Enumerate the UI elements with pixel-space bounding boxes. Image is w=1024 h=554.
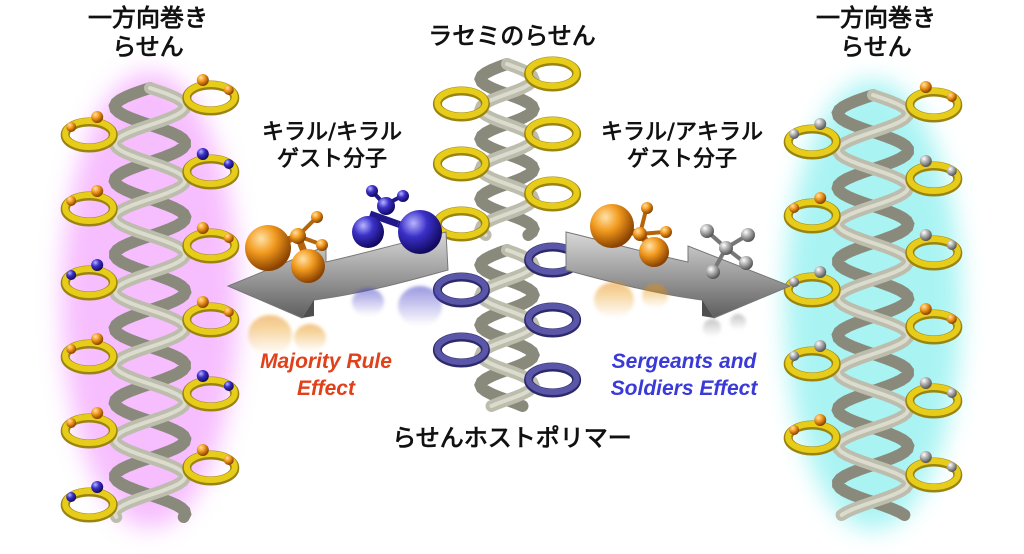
left-reflections <box>248 286 442 355</box>
center-helix <box>432 56 582 412</box>
left-guest-label: キラル/キラルゲスト分子 <box>261 120 403 172</box>
gray-guest-molecule <box>700 224 755 279</box>
orange-guest-molecule-left <box>245 211 328 283</box>
orange-guest-molecule-right <box>590 202 672 267</box>
blue-guest-molecule <box>352 185 442 254</box>
right-reflections <box>594 282 746 337</box>
right-guest-label: キラル/アキラルゲスト分子 <box>600 120 764 172</box>
center-top-label: ラセミのらせん <box>428 22 596 50</box>
left-top-label: 一方向巻きらせん <box>88 4 208 62</box>
left-helix <box>60 74 240 523</box>
bottom-center-label: らせんホストポリマー <box>392 424 632 452</box>
right-top-label: 一方向巻きらせん <box>816 4 936 62</box>
right-helix <box>783 81 963 521</box>
